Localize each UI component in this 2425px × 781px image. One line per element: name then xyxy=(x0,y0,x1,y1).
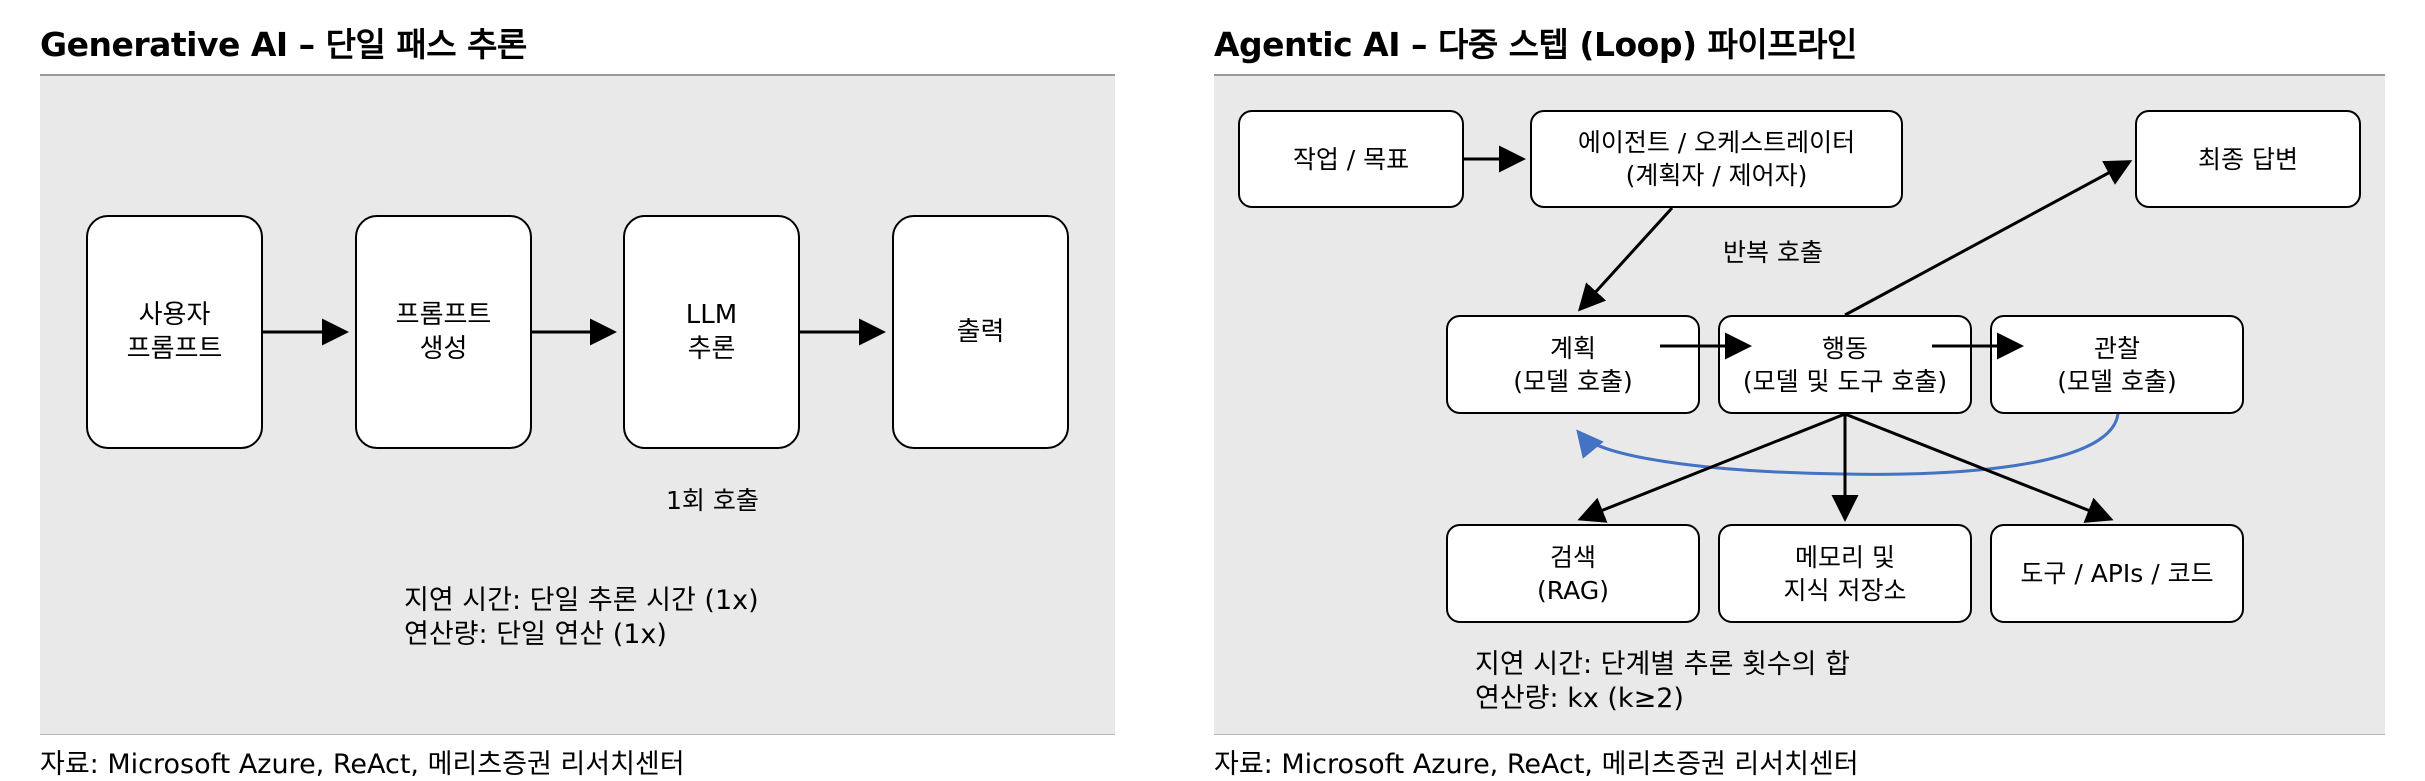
agent-line1: 에이전트 / 오케스트레이터 xyxy=(1577,128,1856,157)
plan-line1: 계획 xyxy=(1549,333,1596,363)
final-answer-label: 최종 답변 xyxy=(2198,144,2298,174)
memory-line2: 지식 저장소 xyxy=(1783,575,1907,605)
prompt-generation-line1: 프롬프트 xyxy=(395,300,492,330)
tools-label: 도구 / APIs / 코드 xyxy=(2020,559,2214,588)
single-call-label: 1회 호출 xyxy=(666,486,759,515)
plan-box: 계획(모델 호출) xyxy=(1446,315,1700,414)
user-prompt-line2: 프롬프트 xyxy=(126,334,223,364)
right-title-rule xyxy=(1214,74,2385,76)
right-latency-note: 지연 시간: 단계별 추론 횟수의 합 xyxy=(1475,649,1850,680)
right-bottom-rule xyxy=(1214,734,2385,735)
observe-line1: 관찰 xyxy=(2093,333,2140,363)
right-source-note: 자료: Microsoft Azure, ReAct, 메리츠증권 리서치센터 xyxy=(1214,749,1859,780)
llm-inference-line1: LLM xyxy=(685,300,738,330)
output-line1: 출력 xyxy=(956,317,1005,347)
right-panel-title: Agentic AI – 다중 스텝 (Loop) 파이프라인 xyxy=(1214,25,1857,64)
loop-call-label: 반복 호출 xyxy=(1723,238,1823,267)
search-rag-box: 검색(RAG) xyxy=(1446,524,1700,623)
memory-line1: 메모리 및 xyxy=(1795,542,1895,572)
observe-box: 관찰(모델 호출) xyxy=(1990,315,2244,414)
llm-inference-line2: 추론 xyxy=(687,334,736,364)
plan-line2: (모델 호출) xyxy=(1513,366,1633,396)
agent-line2: (계획자 / 제어자) xyxy=(1625,161,1808,190)
left-compute-note: 연산량: 단일 연산 (1x) xyxy=(404,619,667,650)
user-prompt-line1: 사용자 xyxy=(138,300,211,330)
final-answer-box: 최종 답변 xyxy=(2135,110,2361,208)
left-source-note: 자료: Microsoft Azure, ReAct, 메리츠증권 리서치센터 xyxy=(40,749,685,780)
output-box: 출력 xyxy=(892,215,1069,449)
left-bottom-rule xyxy=(40,734,1115,735)
action-line1: 행동 xyxy=(1821,333,1868,363)
task-goal-box: 작업 / 목표 xyxy=(1238,110,1464,208)
llm-inference-box: LLM 추론 xyxy=(623,215,800,449)
left-latency-note: 지연 시간: 단일 추론 시간 (1x) xyxy=(404,585,759,616)
search-line1: 검색 xyxy=(1549,542,1596,572)
right-compute-note: 연산량: kx (k≥2) xyxy=(1475,683,1684,714)
prompt-generation-line2: 생성 xyxy=(419,334,468,364)
action-box: 행동(모델 및 도구 호출) xyxy=(1718,315,1972,414)
agent-orchestrator-box: 에이전트 / 오케스트레이터 (계획자 / 제어자) xyxy=(1530,110,1903,208)
left-title-rule xyxy=(40,74,1115,76)
search-line2: (RAG) xyxy=(1537,575,1609,605)
action-line2: (모델 및 도구 호출) xyxy=(1742,366,1948,396)
left-panel-title: Generative AI – 단일 패스 추론 xyxy=(40,25,527,64)
tools-apis-code-box: 도구 / APIs / 코드 xyxy=(1990,524,2244,623)
task-goal-label: 작업 / 목표 xyxy=(1292,144,1410,174)
observe-line2: (모델 호출) xyxy=(2057,366,2177,396)
